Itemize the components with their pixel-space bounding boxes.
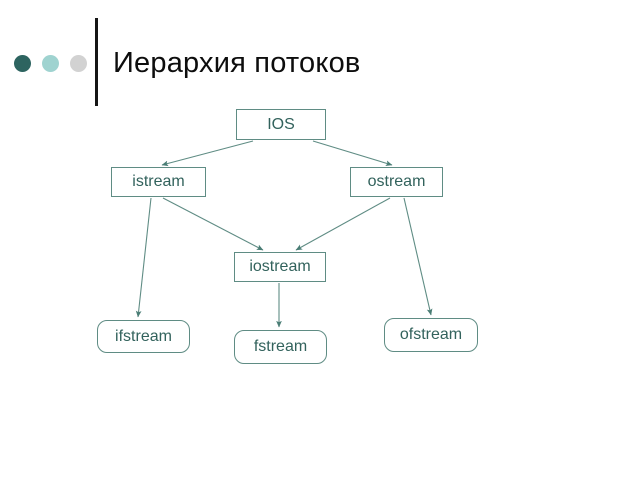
node-ofstream[interactable]: ofstream: [384, 318, 478, 352]
edge-istream-to-iostream: [162, 197, 264, 251]
slide-header: Иерархия потоков: [0, 0, 640, 110]
page-title: Иерархия потоков: [113, 47, 361, 79]
node-fstream[interactable]: fstream: [234, 330, 327, 364]
edge-ostream-to-ofstream: [403, 197, 433, 316]
node-fstream-label: fstream: [253, 338, 308, 355]
node-ios-label: IOS: [267, 115, 295, 133]
title-vertical-rule: [95, 18, 98, 106]
edge-ios-to-ostream: [312, 140, 393, 166]
dot-dark-teal-icon: [14, 55, 31, 72]
node-iostream-label: iostream: [249, 258, 311, 275]
node-iostream[interactable]: iostream: [234, 252, 326, 282]
node-ifstream-label: ifstream: [115, 327, 172, 345]
node-ios[interactable]: IOS: [236, 109, 326, 140]
node-istream[interactable]: istream: [111, 167, 206, 197]
node-ifstream[interactable]: ifstream: [97, 320, 190, 353]
node-ostream-label: ostream: [367, 173, 426, 190]
edge-ios-to-istream: [161, 140, 254, 167]
dot-light-teal-icon: [42, 55, 59, 72]
dot-gray-icon: [70, 55, 87, 72]
node-ofstream-label: ofstream: [399, 326, 463, 343]
edge-istream-to-ifstream: [135, 197, 152, 318]
node-istream-label: istream: [132, 173, 185, 190]
decorative-dots-group: [14, 55, 87, 73]
node-ostream[interactable]: ostream: [350, 167, 443, 197]
edge-ostream-to-iostream: [295, 197, 391, 251]
